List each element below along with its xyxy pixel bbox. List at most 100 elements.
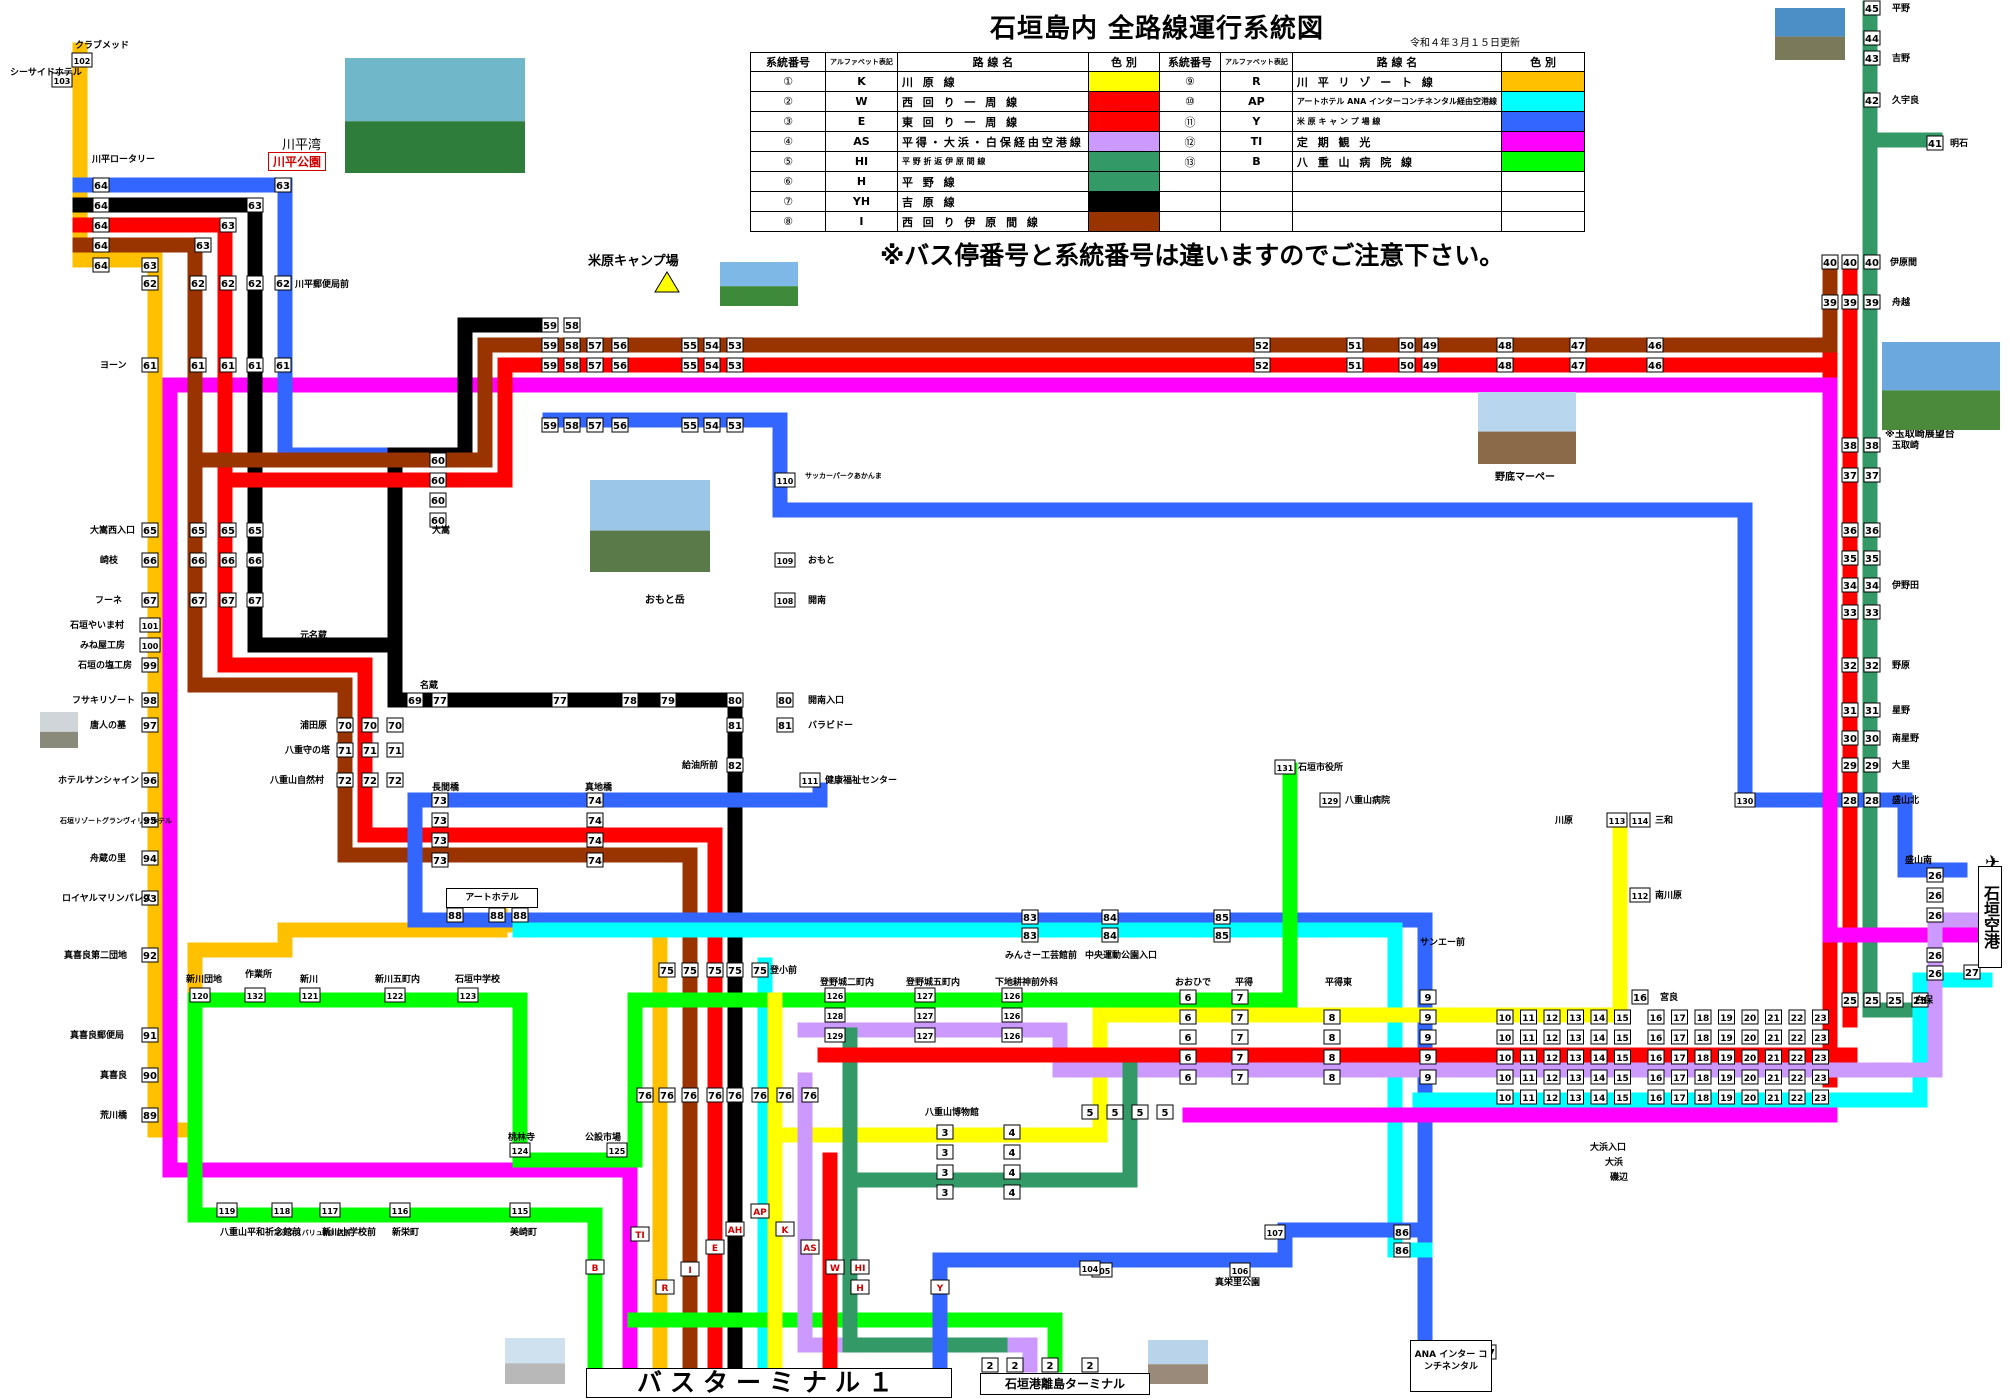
svg-text:67: 67 [143,596,157,607]
legend-number [1158,191,1221,212]
svg-text:70: 70 [338,721,352,732]
bus-stop-marker: 129 [1319,792,1341,808]
legend-alpha: W [825,91,898,112]
svg-text:11: 11 [1522,1014,1535,1024]
camp-label: 米原キャンプ場 [588,254,679,269]
bus-stop-marker: 19 [1718,1029,1735,1045]
bus-stop-marker: 109 [774,552,796,568]
bus-stop-marker: 20 [1741,1089,1759,1105]
bus-stop-marker: 30 [1863,730,1881,746]
svg-text:76: 76 [778,1091,792,1102]
svg-text:64: 64 [94,261,108,272]
bus-stop-marker: 31 [1841,702,1859,718]
svg-text:98: 98 [143,696,157,707]
bus-stop-marker: 11 [1520,1029,1537,1045]
svg-text:23: 23 [1814,1014,1827,1024]
bus-stop-marker: 88 [511,907,529,923]
svg-text:73: 73 [433,856,447,867]
svg-text:36: 36 [1843,526,1857,537]
bus-stop-marker: 52 [1253,357,1271,373]
stop-name-label: 三和 [1655,814,1673,826]
stop-name-label: 登小前 [769,964,797,976]
svg-text:53: 53 [728,361,742,372]
bus-stop-marker: 76 [681,1087,699,1103]
bus-stop-marker: 6 [1179,1049,1197,1065]
svg-text:23: 23 [1814,1054,1827,1064]
svg-text:61: 61 [276,361,290,372]
svg-text:75: 75 [660,966,674,977]
svg-text:59: 59 [543,421,557,432]
svg-text:130: 130 [1737,797,1754,806]
svg-text:27: 27 [1965,968,1979,979]
stop-name-label: 健康福祉センター [825,774,897,786]
svg-text:28: 28 [1843,796,1857,807]
bus-stop-marker: 75 [658,962,676,978]
bus-stop-marker: 14 [1590,1069,1608,1085]
ana-hotel-stop: ANA インター コンチネンタル [1410,1340,1492,1392]
svg-text:75: 75 [683,966,697,977]
svg-text:62: 62 [221,279,235,290]
bus-stop-marker: 93 [141,890,159,906]
route-legend-table: 系統番号 アルファベット表記 路 線 名 色 別 系統番号 アルファベット表記 … [750,52,1586,232]
bus-stop-marker: 26 [1926,887,1944,903]
bus-stop-marker: 10 [1496,1029,1514,1045]
bus-stop-marker: 3 [936,1164,954,1180]
svg-text:94: 94 [143,854,157,865]
stop-name-label: 新川 [300,973,318,985]
svg-text:75: 75 [753,966,767,977]
svg-text:6: 6 [1185,993,1192,1004]
bus-stop-marker: 71 [361,742,379,758]
svg-text:29: 29 [1865,761,1879,772]
bus-stop-marker: 61 [274,357,292,373]
bus-stop-marker: 39 [1821,294,1839,310]
svg-text:63: 63 [143,261,157,272]
bus-stop-marker: 59 [541,337,559,353]
bus-stop-marker: 80 [776,692,794,708]
stop-name-label: 公設市場 [585,1131,621,1143]
bus-stop-marker: 54 [703,337,721,353]
bus-stop-marker: 49 [1421,357,1439,373]
svg-text:83: 83 [1023,913,1037,924]
svg-text:63: 63 [221,221,235,232]
svg-text:111: 111 [802,777,819,786]
bus-stop-marker: 8 [1323,1069,1341,1085]
route-letter-badge: I [680,1261,700,1277]
route-letter-badge: E [705,1239,725,1255]
stop-name-label: 星野 [1892,705,1910,716]
bus-stop-marker: 20 [1741,1009,1759,1025]
bus-stop-marker: 43 [1863,50,1881,66]
bus-stop-marker: 110 [774,472,796,488]
bus-stop-marker: 54 [703,417,721,433]
svg-text:59: 59 [543,361,557,372]
svg-text:60: 60 [431,476,445,487]
legend-number: ⑥ [750,171,826,192]
stop-name-label: 登野城二町内 [819,976,874,988]
svg-text:60: 60 [431,456,445,467]
svg-text:Y: Y [936,1284,944,1294]
svg-text:107: 107 [1267,1229,1284,1238]
bus-stop-marker: 65 [189,522,207,538]
svg-text:26: 26 [1928,969,1942,980]
svg-text:9: 9 [1425,1033,1432,1044]
svg-text:58: 58 [565,421,579,432]
svg-text:35: 35 [1843,554,1857,565]
stop-name-label: フサキリゾート [72,694,135,706]
route-yonehara-blue [542,412,1968,878]
bus-stop-marker: 53 [726,337,744,353]
bus-stop-marker: 75 [681,962,699,978]
svg-text:3: 3 [942,1188,949,1199]
legend-alpha: HI [825,151,898,172]
tent-icon [654,271,680,293]
bus-stop-marker: 128 [824,1007,846,1023]
bus-stop-marker: 14 [1590,1049,1608,1065]
bus-stop-marker: 21 [1765,1049,1782,1065]
route-hospital-lime [187,992,603,1373]
svg-text:119: 119 [219,1207,236,1216]
svg-text:53: 53 [728,341,742,352]
bus-stop-marker: 22 [1788,1009,1806,1025]
bus-stop-marker: 17 [1671,1009,1688,1025]
legend-route-name: 東 回 り 一 周 線 [896,111,1089,132]
legend-color-swatch [1087,151,1160,172]
bus-stop-marker: 76 [801,1087,819,1103]
